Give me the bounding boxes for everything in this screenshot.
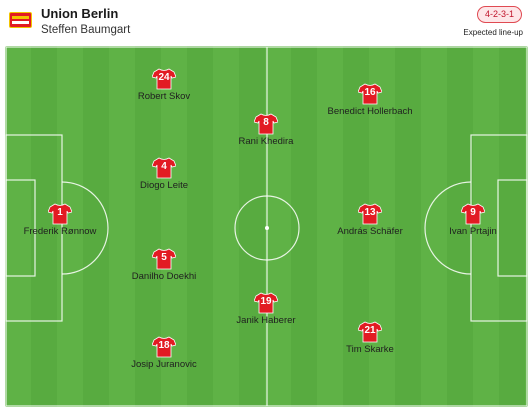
jersey-number: 13 bbox=[364, 207, 376, 218]
jersey-icon: 4 bbox=[152, 157, 176, 179]
player-card[interactable]: 16 Benedict Hollerbach bbox=[310, 83, 430, 117]
player-name: András Schäfer bbox=[337, 226, 403, 237]
pitch: 1 Frederik Rønnow 24 Robert Skov 4 Diogo… bbox=[5, 46, 528, 407]
jersey-number: 16 bbox=[364, 87, 376, 98]
team-name: Union Berlin bbox=[41, 6, 119, 21]
player-name: Robert Skov bbox=[137, 91, 191, 102]
player-card[interactable]: 5 Danilho Doekhi bbox=[104, 248, 224, 282]
jersey-icon: 21 bbox=[358, 321, 382, 343]
jersey-icon: 5 bbox=[152, 248, 176, 270]
player-name: Tim Skarke bbox=[346, 344, 394, 355]
jersey-number: 4 bbox=[161, 161, 167, 172]
player-name: Ivan Prtajin bbox=[449, 226, 497, 237]
player-card[interactable]: 1 Frederik Rønnow bbox=[5, 203, 120, 237]
player-card[interactable]: 9 Ivan Prtajin bbox=[413, 203, 528, 237]
player-name: Danilho Doekhi bbox=[131, 271, 197, 282]
player-card[interactable]: 18 Josip Juranovic bbox=[104, 336, 224, 370]
jersey-number: 21 bbox=[364, 325, 376, 336]
player-name: Josip Juranovic bbox=[131, 359, 197, 370]
jersey-icon: 24 bbox=[152, 68, 176, 90]
player-card[interactable]: 21 Tim Skarke bbox=[310, 321, 430, 355]
player-name: Rani Khedira bbox=[238, 136, 294, 147]
player-card[interactable]: 19 Janik Haberer bbox=[206, 292, 326, 326]
jersey-icon: 8 bbox=[254, 113, 278, 135]
expected-lineup-label: Expected line-up bbox=[463, 28, 523, 37]
player-card[interactable]: 8 Rani Khedira bbox=[206, 113, 326, 147]
jersey-number: 5 bbox=[161, 252, 167, 263]
jersey-number: 9 bbox=[470, 207, 476, 218]
coach-name: Steffen Baumgart bbox=[41, 24, 131, 36]
player-name: Janik Haberer bbox=[236, 315, 296, 326]
player-name: Diogo Leite bbox=[139, 180, 189, 191]
jersey-number: 1 bbox=[57, 207, 63, 218]
jersey-number: 8 bbox=[263, 117, 269, 128]
jersey-number: 19 bbox=[260, 296, 272, 307]
pitch-markings bbox=[5, 46, 528, 407]
jersey-icon: 16 bbox=[358, 83, 382, 105]
jersey-number: 24 bbox=[158, 72, 170, 83]
union-berlin-crest-icon bbox=[9, 12, 32, 28]
jersey-icon: 19 bbox=[254, 292, 278, 314]
jersey-number: 18 bbox=[158, 340, 170, 351]
formation-badge: 4-2-3-1 bbox=[476, 6, 522, 23]
player-name: Frederik Rønnow bbox=[23, 226, 97, 237]
player-card[interactable]: 4 Diogo Leite bbox=[104, 157, 224, 191]
jersey-icon: 9 bbox=[461, 203, 485, 225]
player-card[interactable]: 13 András Schäfer bbox=[310, 203, 430, 237]
jersey-icon: 13 bbox=[358, 203, 382, 225]
player-card[interactable]: 24 Robert Skov bbox=[104, 68, 224, 102]
jersey-icon: 1 bbox=[48, 203, 72, 225]
lineup-header: Union Berlin Steffen Baumgart 4-2-3-1 Ex… bbox=[0, 0, 530, 44]
jersey-icon: 18 bbox=[152, 336, 176, 358]
player-name: Benedict Hollerbach bbox=[327, 106, 413, 117]
